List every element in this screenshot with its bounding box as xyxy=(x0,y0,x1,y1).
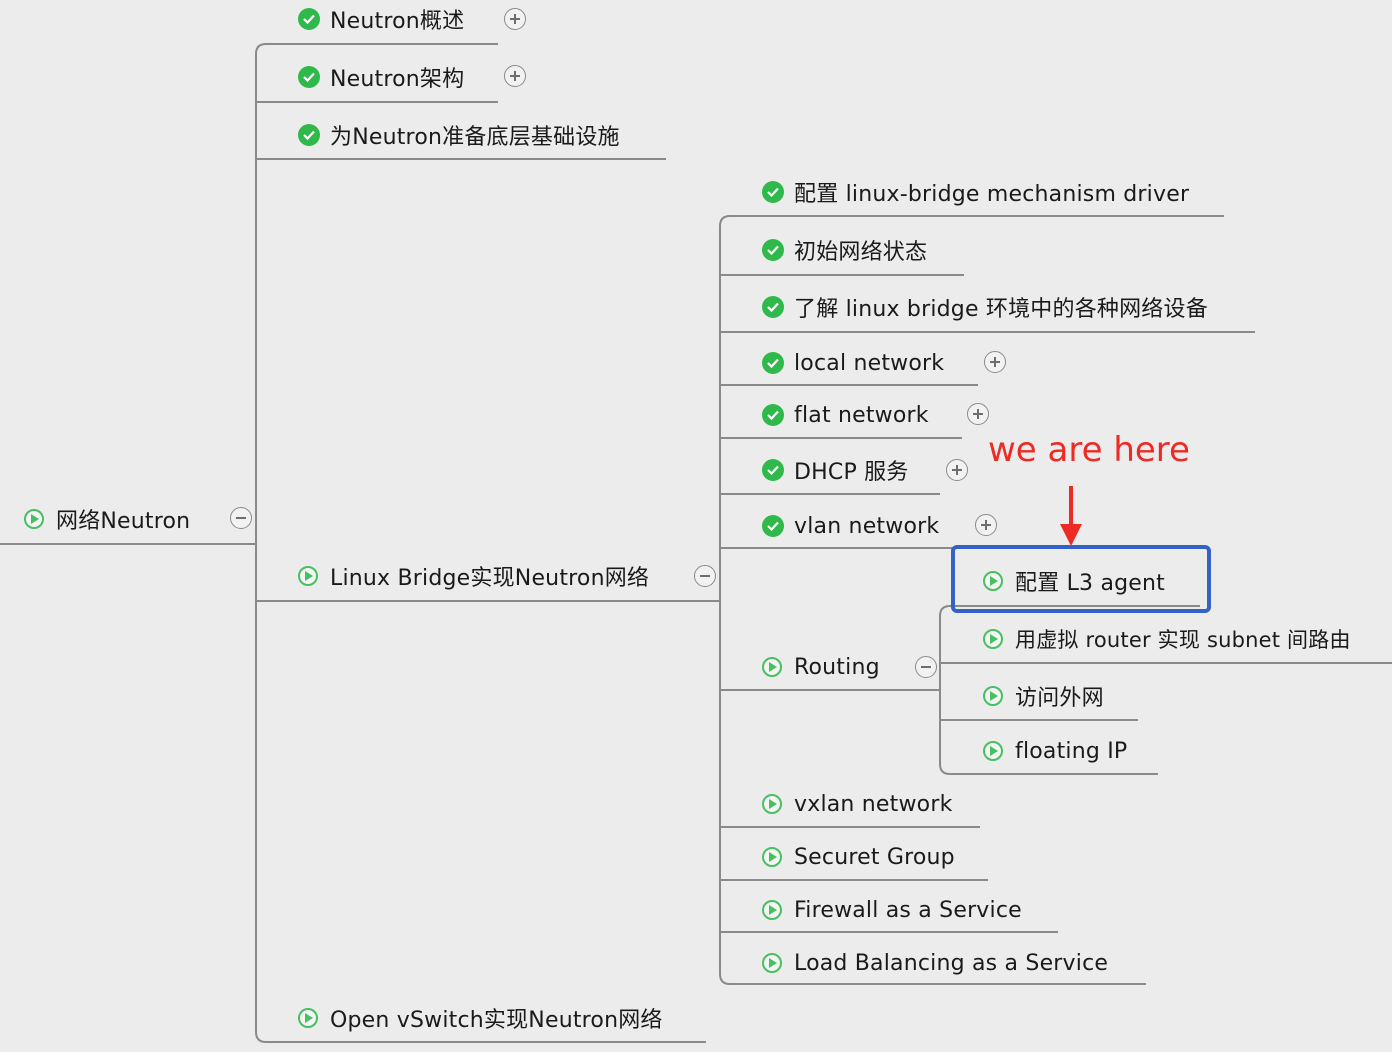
collapse-icon[interactable] xyxy=(915,656,937,678)
collapse-icon[interactable] xyxy=(694,565,716,587)
topic-label: vlan network xyxy=(794,513,940,539)
topic-label: Linux Bridge实现Neutron网络 xyxy=(330,566,650,591)
topic-vxlan-network[interactable]: vxlan network xyxy=(762,788,953,820)
topic-label: Neutron架构 xyxy=(330,67,465,92)
topic-floating-ip[interactable]: floating IP xyxy=(983,735,1127,767)
topic-neutron-architecture[interactable]: Neutron架构 xyxy=(298,61,464,93)
topic-label: 了解 linux bridge 环境中的各种网络设备 xyxy=(794,297,1208,322)
expand-icon[interactable] xyxy=(946,459,968,481)
topic-label: vxlan network xyxy=(794,791,953,817)
annotation-label: we are here xyxy=(988,430,1190,470)
play-icon xyxy=(762,794,782,814)
down-arrow-icon xyxy=(1060,486,1082,546)
topic-label: Routing xyxy=(794,654,880,680)
topic-local-network[interactable]: local network xyxy=(762,347,944,379)
topic-label: 配置 linux-bridge mechanism driver xyxy=(794,182,1190,207)
topic-label: Neutron概述 xyxy=(330,9,465,34)
check-icon xyxy=(762,352,784,374)
expand-icon[interactable] xyxy=(984,351,1006,373)
check-icon xyxy=(762,239,784,261)
topic-label: Open vSwitch实现Neutron网络 xyxy=(330,1008,663,1033)
check-icon xyxy=(762,296,784,318)
topic-external-access[interactable]: 访问外网 xyxy=(983,680,1104,712)
check-icon xyxy=(762,181,784,203)
topic-label: DHCP 服务 xyxy=(794,460,909,485)
check-icon xyxy=(762,404,784,426)
play-icon xyxy=(762,657,782,677)
check-icon xyxy=(298,66,320,88)
check-icon xyxy=(298,124,320,146)
topic-dhcp-service[interactable]: DHCP 服务 xyxy=(762,454,909,486)
topic-label: 访问外网 xyxy=(1015,686,1104,711)
topic-load-balancing-service[interactable]: Load Balancing as a Service xyxy=(762,947,1108,979)
topic-vlan-network[interactable]: vlan network xyxy=(762,510,939,542)
topic-label: Load Balancing as a Service xyxy=(794,950,1109,976)
topic-label: 初始网络状态 xyxy=(794,240,928,265)
play-icon xyxy=(983,629,1003,649)
play-icon xyxy=(762,847,782,867)
topic-routing[interactable]: Routing xyxy=(762,651,880,683)
topic-label: 为Neutron准备底层基础设施 xyxy=(330,125,620,150)
topic-configure-l3-agent[interactable]: 配置 L3 agent xyxy=(983,565,1165,597)
check-icon xyxy=(762,515,784,537)
topic-flat-network[interactable]: flat network xyxy=(762,399,929,431)
check-icon xyxy=(762,459,784,481)
play-icon xyxy=(983,571,1003,591)
expand-icon[interactable] xyxy=(967,403,989,425)
topic-label: flat network xyxy=(794,402,929,428)
topic-initial-network-state[interactable]: 初始网络状态 xyxy=(762,234,927,266)
topic-label: floating IP xyxy=(1015,738,1128,764)
topic-neutron-overview[interactable]: Neutron概述 xyxy=(298,3,464,35)
collapse-icon[interactable] xyxy=(230,507,252,529)
play-icon xyxy=(298,1008,318,1028)
topic-subnet-routing[interactable]: 用虚拟 router 实现 subnet 间路由 xyxy=(983,623,1351,655)
topic-infrastructure[interactable]: 为Neutron准备底层基础设施 xyxy=(298,119,620,151)
topic-mechanism-driver[interactable]: 配置 linux-bridge mechanism driver xyxy=(762,176,1189,208)
play-icon xyxy=(762,900,782,920)
root-label: 网络Neutron xyxy=(56,509,191,534)
topic-label: local network xyxy=(794,350,945,376)
topic-firewall-service[interactable]: Firewall as a Service xyxy=(762,894,1022,926)
expand-icon[interactable] xyxy=(504,65,526,87)
play-icon xyxy=(762,953,782,973)
current-position-highlight xyxy=(951,545,1211,613)
play-icon xyxy=(983,686,1003,706)
play-icon xyxy=(24,509,44,529)
topic-securet-group[interactable]: Securet Group xyxy=(762,841,955,873)
root-node[interactable]: 网络Neutron xyxy=(24,503,190,535)
expand-icon[interactable] xyxy=(975,514,997,536)
topic-label: Securet Group xyxy=(794,844,955,870)
expand-icon[interactable] xyxy=(504,8,526,30)
topic-label: Firewall as a Service xyxy=(794,897,1022,923)
check-icon xyxy=(298,8,320,30)
topic-open-vswitch[interactable]: Open vSwitch实现Neutron网络 xyxy=(298,1002,663,1034)
topic-label: 用虚拟 router 实现 subnet 间路由 xyxy=(1015,628,1351,652)
topic-linux-bridge[interactable]: Linux Bridge实现Neutron网络 xyxy=(298,560,649,592)
topic-network-devices[interactable]: 了解 linux bridge 环境中的各种网络设备 xyxy=(762,291,1208,323)
play-icon xyxy=(983,741,1003,761)
topic-label: 配置 L3 agent xyxy=(1015,571,1165,596)
play-icon xyxy=(298,566,318,586)
